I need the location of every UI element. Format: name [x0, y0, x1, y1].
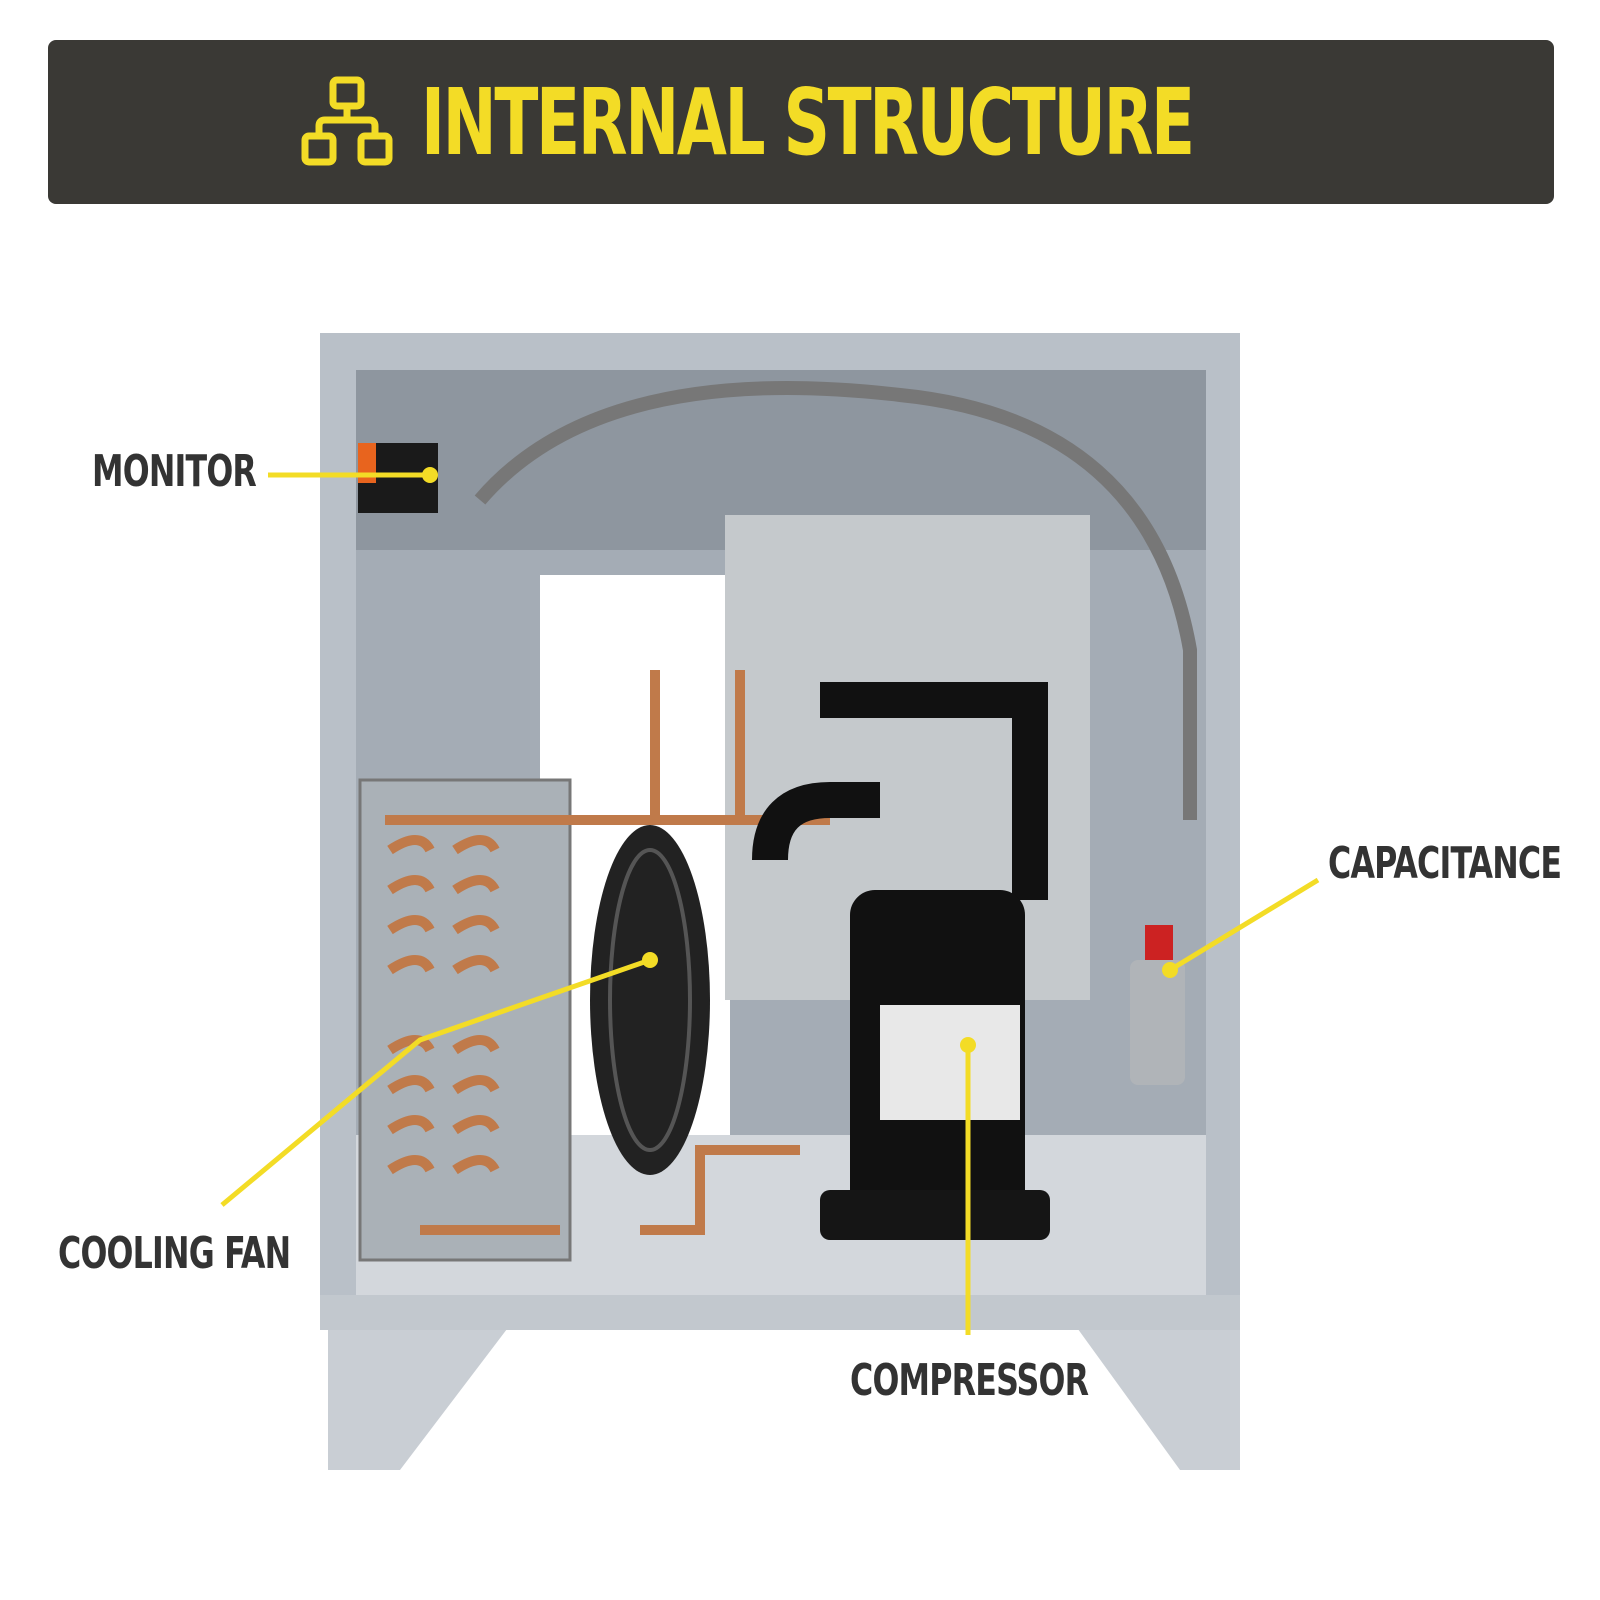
title-banner: INTERNAL STRUCTURE — [48, 40, 1554, 204]
callout-cooling-fan: COOLING FAN — [58, 1228, 291, 1279]
callout-monitor: MONITOR — [92, 446, 257, 497]
callout-compressor: COMPRESSOR — [850, 1355, 1089, 1406]
network-hierarchy-icon — [301, 76, 393, 166]
callout-capacitance: CAPACITANCE — [1328, 838, 1562, 889]
page-title: INTERNAL STRUCTURE — [421, 68, 1195, 176]
